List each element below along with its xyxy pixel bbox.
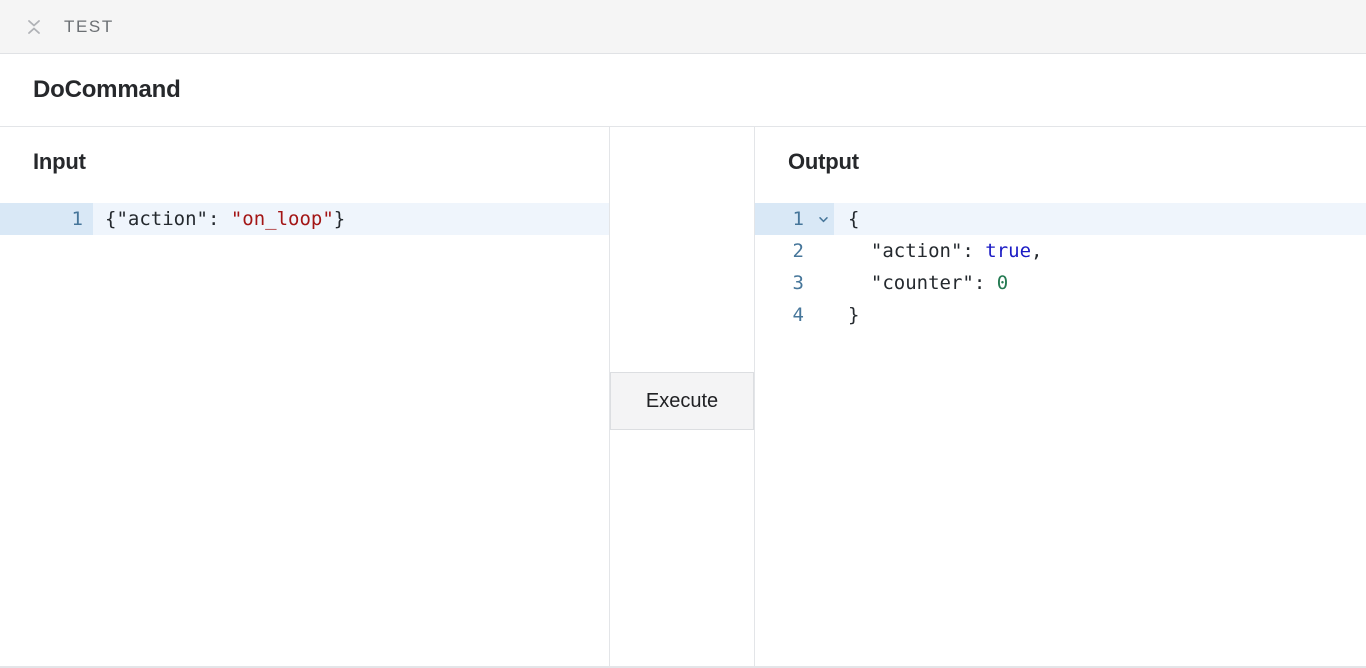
- fold-placeholder: [812, 267, 834, 299]
- token-key: "action":: [848, 240, 986, 262]
- line-number: 3: [792, 272, 804, 294]
- line-number: 2: [792, 240, 804, 262]
- token-num: 0: [996, 272, 1009, 294]
- page-title: DoCommand: [33, 76, 181, 103]
- collapse-chevrons-icon[interactable]: [24, 17, 44, 37]
- code-line[interactable]: 4}: [755, 299, 1366, 331]
- panel-body: Input 1{"action": "on_loop"} Execute Out…: [0, 127, 1366, 666]
- code-text: }: [834, 299, 1366, 331]
- token-punct: ,: [1031, 240, 1043, 262]
- input-heading: Input: [33, 149, 86, 174]
- code-text: "counter": 0: [834, 267, 1366, 299]
- token-punct: }: [848, 304, 860, 326]
- execute-button-wrap: Execute: [610, 372, 754, 430]
- line-number: 4: [792, 304, 804, 326]
- token-punct: {"action":: [105, 208, 231, 230]
- code-line[interactable]: 1{"action": "on_loop"}: [0, 203, 609, 235]
- token-punct: {: [848, 208, 860, 230]
- code-line[interactable]: 3 "counter": 0: [755, 267, 1366, 299]
- code-text: {"action": "on_loop"}: [93, 203, 609, 235]
- code-line[interactable]: 2 "action": true,: [755, 235, 1366, 267]
- input-pane: Input 1{"action": "on_loop"}: [0, 127, 609, 666]
- code-text: "action": true,: [834, 235, 1366, 267]
- top-bar-title: TEST: [64, 16, 114, 36]
- output-pane: Output 1{2 "action": true,3 "counter": 0…: [755, 127, 1366, 666]
- line-number: 1: [0, 203, 93, 235]
- command-title-bar: DoCommand: [0, 54, 1366, 127]
- execute-button[interactable]: Execute: [610, 372, 754, 430]
- token-key: "counter":: [848, 272, 997, 294]
- line-number: 1: [755, 203, 812, 235]
- token-punct: }: [333, 208, 346, 230]
- input-editor[interactable]: 1{"action": "on_loop"}: [0, 203, 609, 666]
- code-line[interactable]: 1{: [755, 203, 1366, 235]
- token-bool: true: [985, 240, 1032, 262]
- token-str: "on_loop": [230, 208, 334, 230]
- top-bar: TEST: [0, 0, 1366, 54]
- chevron-down-icon[interactable]: [812, 203, 834, 235]
- fold-placeholder: [812, 299, 834, 331]
- output-heading: Output: [788, 149, 859, 174]
- fold-placeholder: [812, 235, 834, 267]
- action-pane: Execute: [609, 127, 755, 666]
- code-text: {: [834, 203, 1366, 235]
